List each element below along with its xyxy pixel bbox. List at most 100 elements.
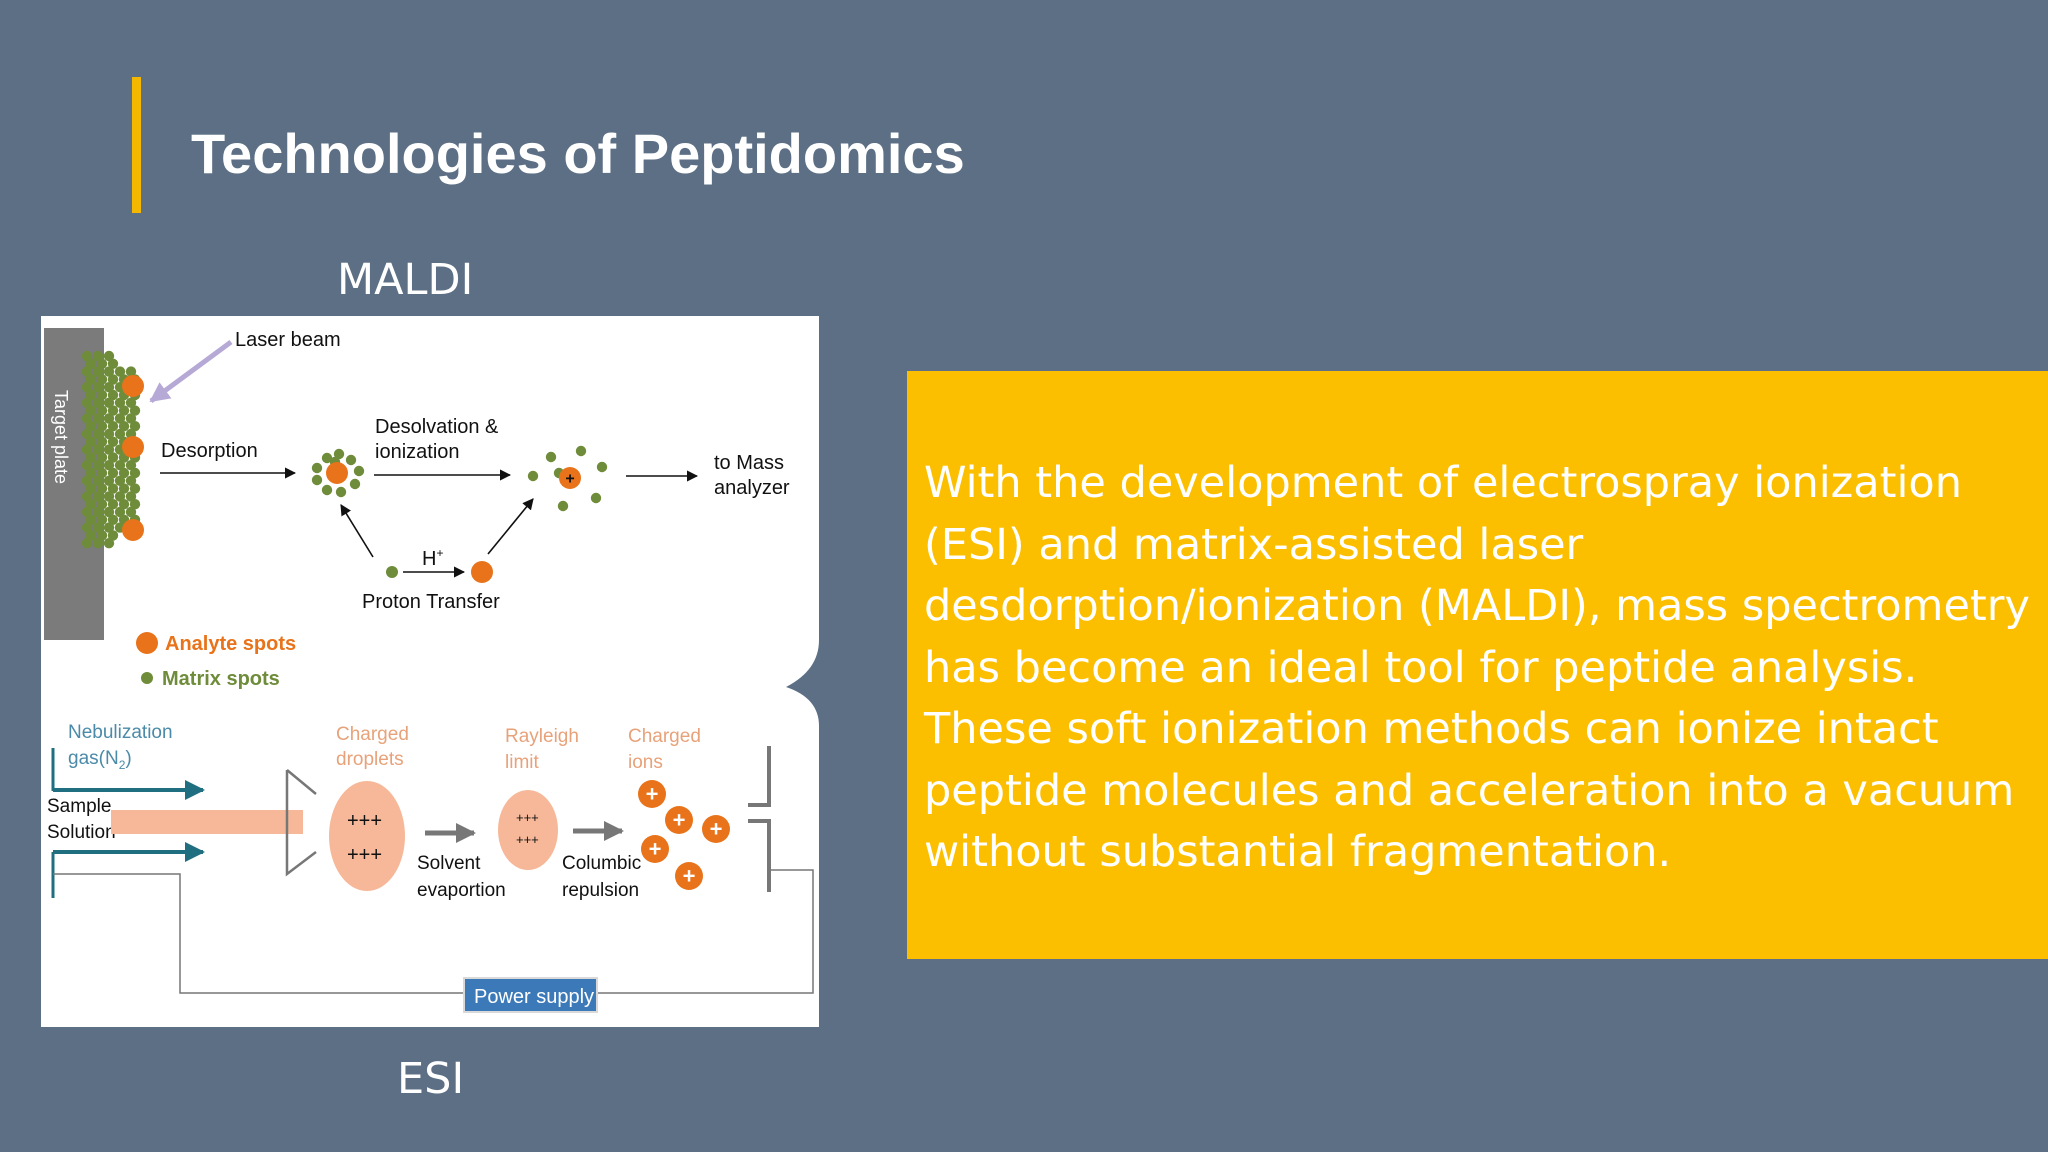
matrix-spot — [107, 436, 119, 447]
matrix-spot — [92, 538, 104, 549]
matrix-spot — [96, 499, 108, 510]
matrix-spot — [96, 530, 108, 541]
legend-matrix-label: Matrix spots — [162, 668, 280, 690]
ionization-figure: Target plate Laser beam Desorption Desol… — [41, 316, 819, 1027]
to-mass-label-line1: to Mass — [714, 452, 784, 474]
matrix-spot — [349, 478, 361, 490]
matrix-spot — [118, 499, 130, 510]
plus-sign: + — [683, 864, 696, 889]
matrix-spot — [114, 506, 126, 518]
info-box — [907, 371, 2048, 959]
matrix-spot — [92, 506, 104, 518]
matrix-spot — [96, 405, 108, 416]
mass-inlet-plates — [748, 746, 771, 892]
charged-droplets-label-line1: Charged — [336, 724, 409, 745]
charged-ion — [638, 780, 666, 808]
matrix-spot — [125, 397, 137, 408]
matrix-spot — [96, 358, 108, 369]
matrix-spot — [118, 467, 130, 479]
matrix-spot — [96, 514, 108, 525]
charged-ion — [665, 806, 693, 834]
matrix-spot — [129, 467, 141, 479]
plus-sign: + — [649, 837, 662, 862]
matrix-spot — [107, 405, 119, 416]
matrix-spot — [81, 460, 93, 471]
rayleigh-droplet — [498, 790, 558, 870]
matrix-spot — [96, 483, 108, 494]
matrix-spot — [107, 358, 119, 369]
matrix-spot — [92, 522, 104, 533]
plus-sign: + — [565, 471, 574, 488]
matrix-spot — [107, 499, 119, 510]
proton-transfer-label: Proton Transfer — [362, 591, 500, 613]
sample-label-line1: Sample — [47, 796, 111, 817]
matrix-spot — [129, 499, 141, 510]
matrix-spot — [125, 460, 137, 471]
matrix-spot — [321, 484, 333, 496]
plus-sign: + — [646, 782, 659, 807]
power-circuit — [53, 869, 814, 994]
sample-label-line2: Solution — [47, 822, 116, 843]
h-plus-label: H+ — [422, 546, 443, 570]
matrix-spot — [311, 462, 323, 474]
charged-ion — [702, 815, 730, 843]
ion-cloud: + — [527, 445, 608, 512]
matrix-spot — [125, 366, 137, 377]
matrix-spot — [353, 465, 365, 477]
power-supply-label: Power supply — [474, 986, 594, 1008]
matrix-spot — [103, 366, 115, 377]
matrix-spot — [103, 397, 115, 408]
matrix-spot — [103, 413, 115, 424]
matrix-spot — [92, 350, 104, 362]
matrix-spot — [96, 467, 108, 479]
matrix-spot — [118, 421, 130, 432]
droplet-charges-bottom: +++ — [347, 844, 382, 866]
matrix-spot — [85, 436, 97, 447]
matrix-spot — [103, 382, 115, 393]
power-supply-box — [463, 977, 598, 1013]
matrix-spot — [575, 445, 587, 457]
charged-ion — [675, 862, 703, 890]
matrix-spot — [92, 397, 104, 408]
matrix-spot — [107, 421, 119, 432]
proton-up-arrow-left — [340, 504, 374, 558]
nebulization-label-line1: Nebulization — [68, 722, 173, 743]
matrix-spot — [103, 428, 115, 440]
matrix-spot — [85, 499, 97, 510]
charged-ions: +++++ — [638, 780, 730, 890]
matrix-spot — [81, 444, 93, 455]
to-mass-label-line2: analyzer — [714, 477, 790, 499]
matrix-spot — [114, 428, 126, 440]
matrix-spot — [81, 366, 93, 377]
matrix-spot — [114, 491, 126, 502]
matrix-spot — [103, 475, 115, 486]
matrix-spot — [92, 413, 104, 424]
matrix-spot — [81, 538, 93, 549]
matrix-spot — [81, 397, 93, 408]
matrix-spot — [107, 452, 119, 463]
slide-title: Technologies of Peptidomics — [191, 122, 965, 185]
rayleigh-label-line1: Rayleigh — [505, 726, 579, 747]
matrix-spot — [345, 454, 357, 466]
legend-analyte-swatch — [136, 632, 158, 654]
matrix-spot — [96, 452, 108, 463]
matrix-spot — [527, 470, 539, 482]
laser-beam — [149, 339, 233, 404]
matrix-spot — [92, 382, 104, 393]
matrix-spot — [118, 405, 130, 416]
matrix-spot — [125, 413, 137, 424]
analyte-spot — [122, 519, 144, 541]
matrix-spot — [118, 483, 130, 494]
matrix-spot — [92, 428, 104, 440]
matrix-spot — [85, 514, 97, 525]
analyte-spot — [326, 462, 348, 484]
desolvation-label-line2: ionization — [375, 441, 460, 463]
matrix-spot — [103, 460, 115, 471]
columbic-label-line1: Columbic — [562, 853, 641, 874]
matrix-spot — [125, 491, 137, 502]
charged-ions-label-line2: ions — [628, 752, 663, 773]
info-text: With the development of electrospray ion… — [924, 458, 2030, 877]
matrix-spot — [81, 522, 93, 533]
columbic-label-line2: repulsion — [562, 880, 639, 901]
spray-nozzle — [285, 769, 317, 877]
